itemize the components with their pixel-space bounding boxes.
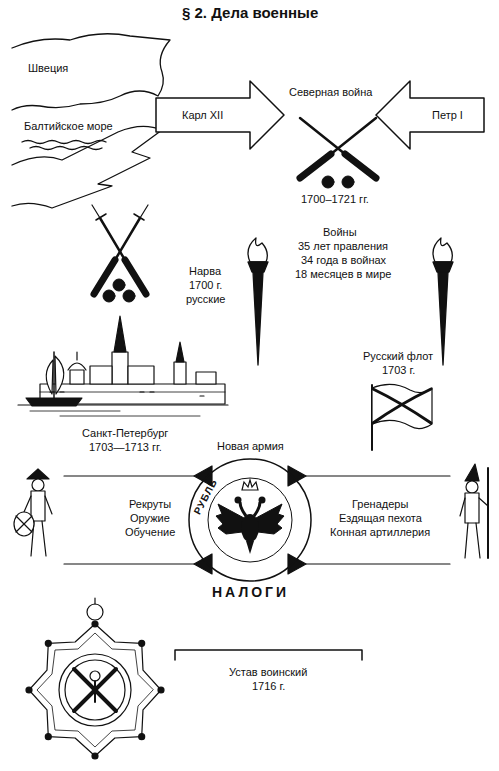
army-item: Гренадеры: [352, 498, 408, 511]
crossed-bayonets: [92, 205, 148, 302]
block-arrow: Петр I: [375, 80, 485, 150]
army-lines: [64, 466, 450, 574]
date-label: 1700–1721 гг.: [301, 193, 369, 206]
map-outline: [12, 34, 170, 208]
node-text: Петр I: [432, 109, 463, 122]
map-label: Балтийское море: [24, 120, 113, 133]
diagram-title: § 2. Дела военные: [182, 4, 318, 22]
coin: РУБЛЬ НАЛОГИ: [188, 458, 312, 603]
block-arrow-outline: [375, 80, 485, 150]
war-stat-heading: Войны: [323, 226, 357, 239]
drummer-figure: [14, 469, 52, 556]
node-text: Карл XII: [182, 109, 223, 122]
date-label: 1700 г.: [189, 279, 222, 292]
order-badge: [26, 598, 164, 759]
torch: [248, 238, 453, 365]
grenadier-figure: [460, 464, 488, 558]
army-item: Обучение: [125, 526, 175, 539]
bracket: [175, 650, 362, 660]
fleet-label: Русский флот: [363, 350, 433, 363]
city-label: Санкт-Петербург: [82, 427, 168, 440]
date-label: 1716 г.: [252, 680, 285, 693]
block-arrow: Карл XII: [155, 80, 285, 150]
node-caption: НАЛОГИ: [212, 584, 289, 601]
war-stat: 34 года в войнах: [301, 254, 386, 267]
city-panorama: [18, 316, 228, 416]
map-label: Швеция: [28, 62, 68, 75]
fleet-flag: [372, 384, 432, 450]
army-item: Ездящая пехота: [339, 512, 422, 525]
army-heading: Новая армия: [217, 440, 284, 453]
date-label: 1703—1713 гг.: [89, 441, 162, 454]
battle-label: Нарва: [189, 265, 221, 278]
battle-label: русские: [186, 293, 225, 306]
army-item: Оружие: [130, 512, 170, 525]
war-stat: 35 лет правления: [298, 240, 388, 253]
crossed-muskets: [300, 118, 376, 188]
regulation-label: Устав воинский: [229, 666, 307, 679]
army-item: Конная артиллерия: [330, 526, 430, 539]
war-title: Северная война: [289, 86, 372, 99]
war-stat: 18 месяцев в мире: [295, 268, 391, 281]
date-label: 1703 г.: [382, 364, 415, 377]
army-item: Рекруты: [129, 498, 171, 511]
node-text: РУБЛЬ: [191, 476, 221, 516]
